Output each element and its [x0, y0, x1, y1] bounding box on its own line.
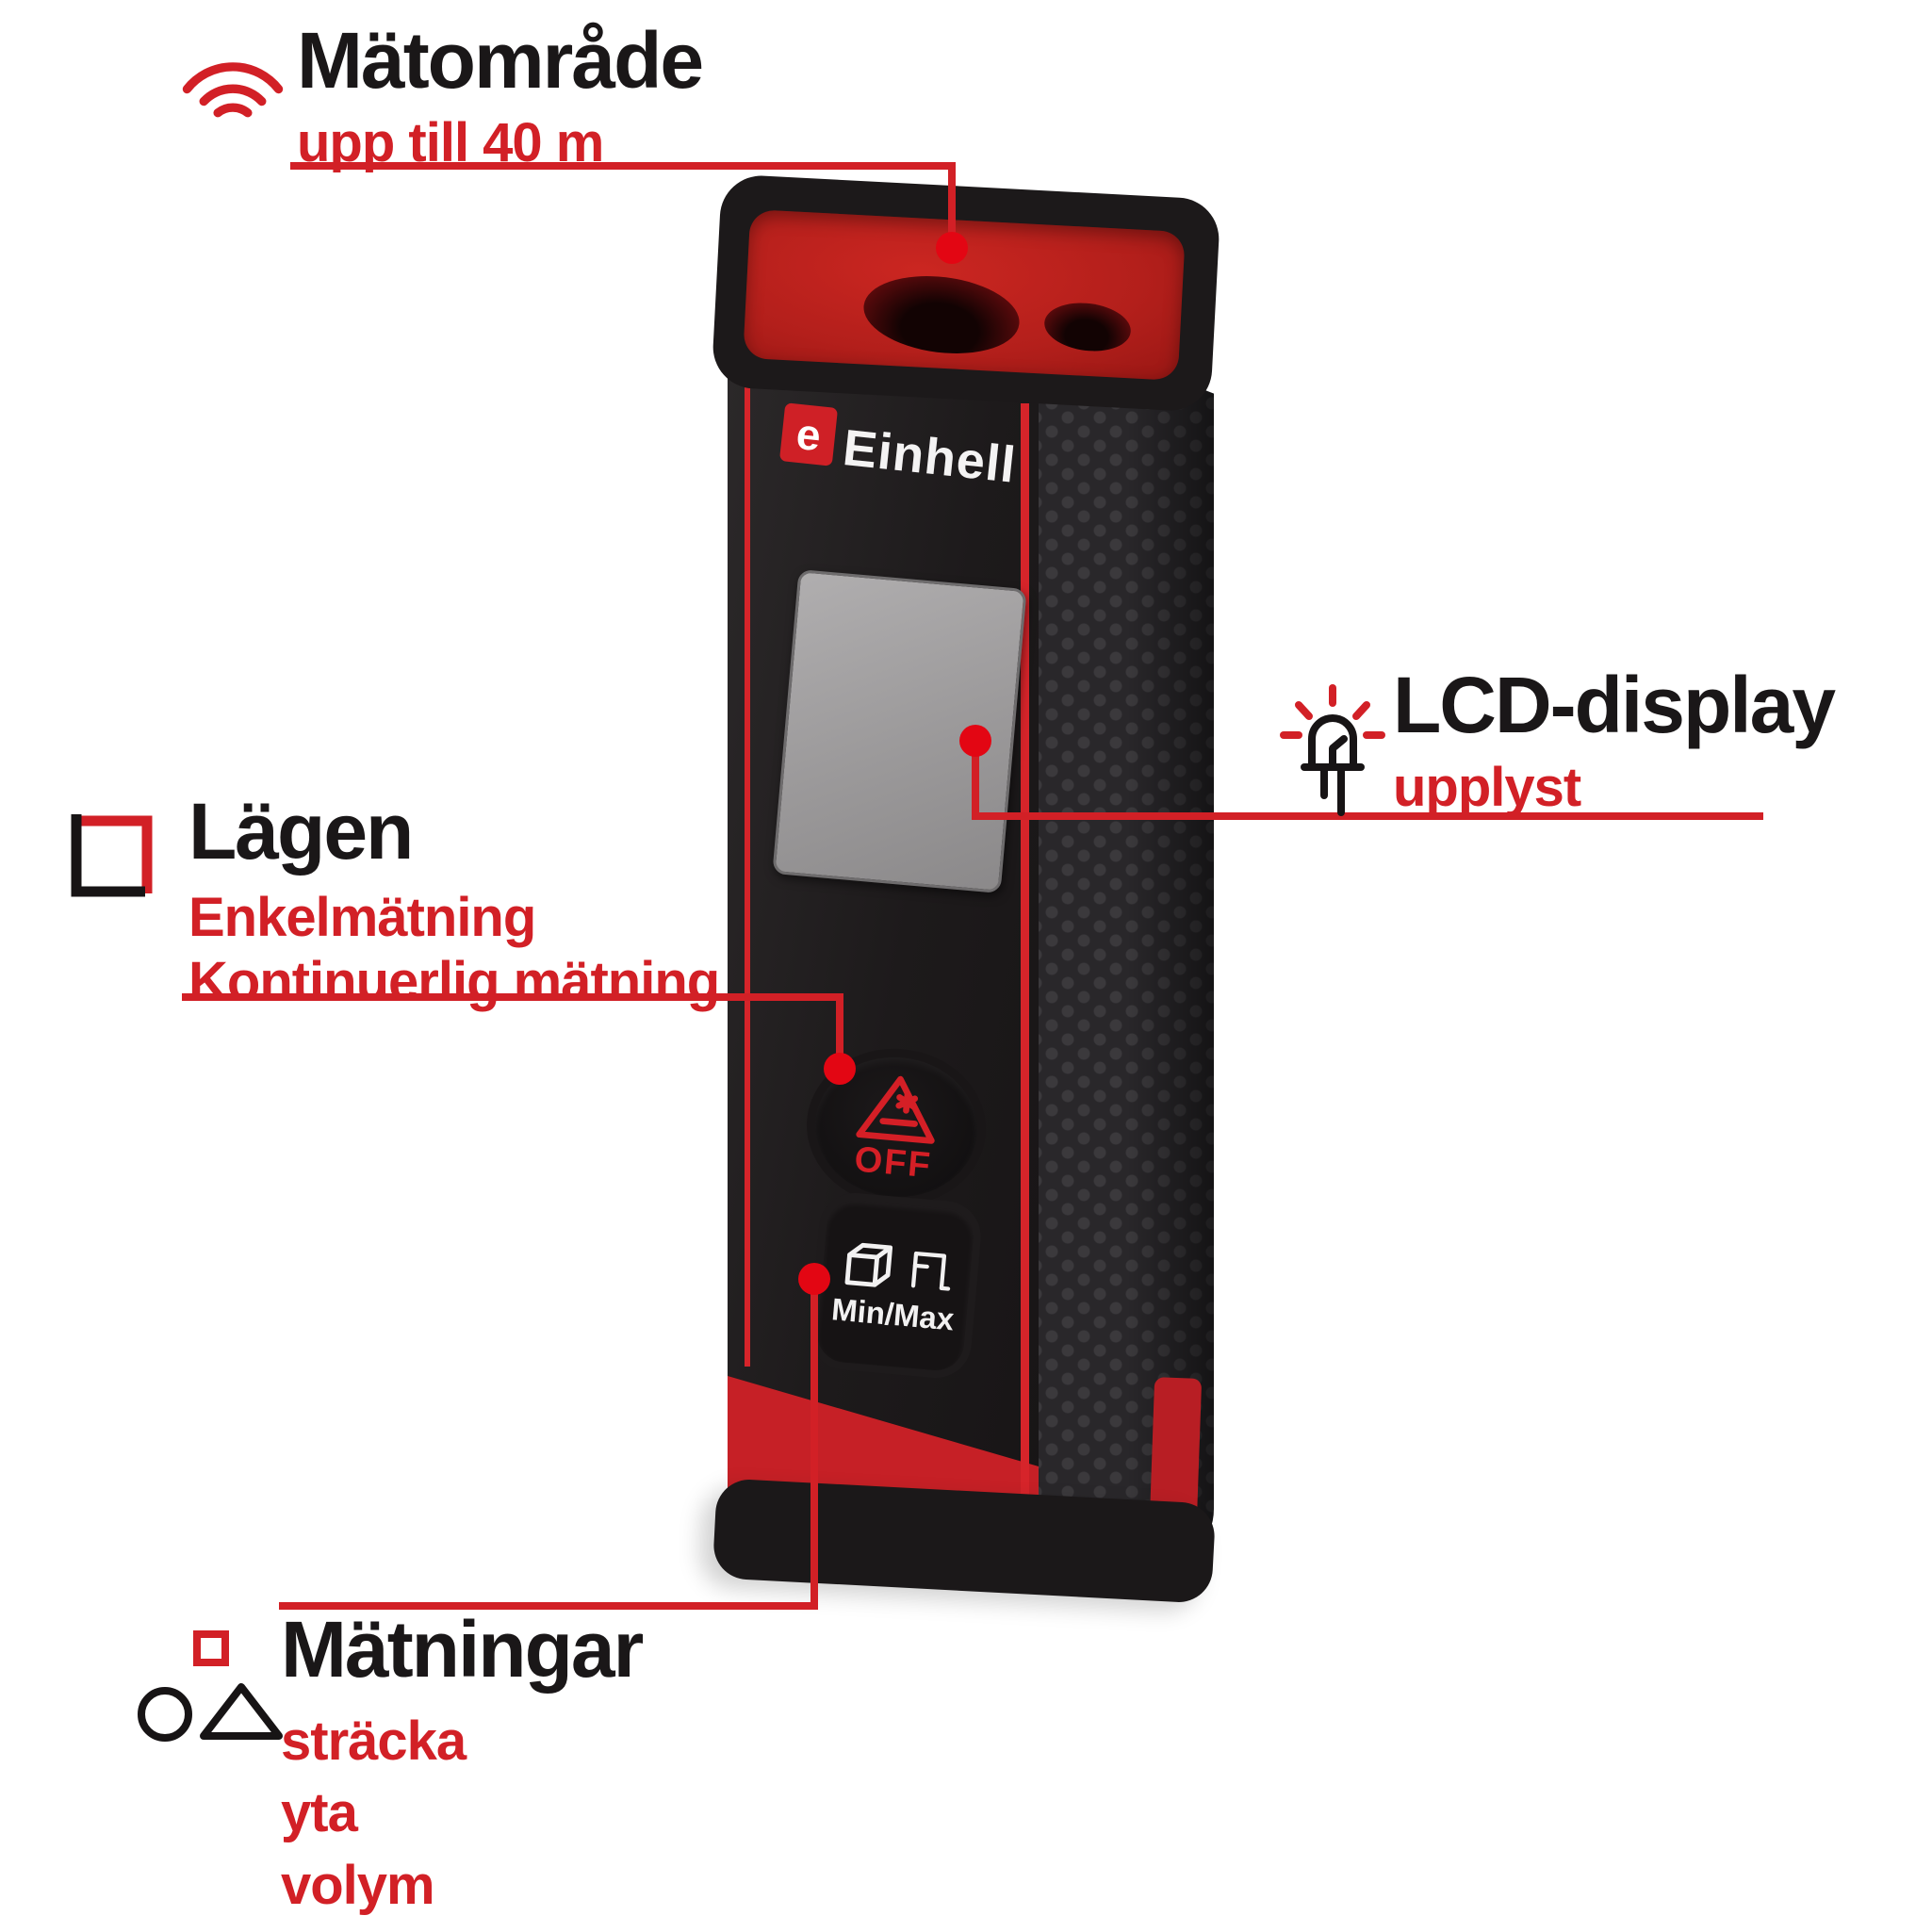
small-square-outline-icon: [193, 1630, 229, 1666]
volume-cube-icon: [844, 1242, 893, 1287]
einhell-logo-letter: e: [794, 408, 824, 461]
measurements-connector-line: [810, 1279, 818, 1609]
einhell-logo-icon: e: [778, 402, 839, 467]
laser-warning-icon: [856, 1075, 935, 1144]
range-connector-line: [290, 162, 956, 170]
device-side-face: [1020, 319, 1214, 1569]
display-connector-line: [972, 812, 1763, 820]
circle-outline-icon: [138, 1687, 192, 1742]
measure-off-button: OFF: [809, 1050, 984, 1204]
modes-line-1: Enkelmätning: [188, 886, 536, 948]
range-connector-line: [948, 162, 956, 241]
range-subtitle: upp till 40 m: [297, 111, 604, 173]
modes-connector-line: [182, 993, 843, 1001]
measurements-title: Mätningar: [281, 1605, 644, 1694]
display-subtitle: upplyst: [1393, 756, 1581, 818]
modes-line-2: Kontinuerlig mätning: [188, 951, 720, 1013]
measurements-line-2: yta: [281, 1782, 358, 1844]
room-height-icon: [910, 1251, 951, 1291]
display-title: LCD-display: [1393, 661, 1836, 749]
square-outline-icon: [71, 814, 153, 897]
modes-connector-line: [836, 993, 843, 1059]
signal-arcs-icon: [182, 62, 284, 118]
front-pinstripe-left: [745, 341, 750, 1367]
minmax-button: Min/Max: [814, 1198, 976, 1373]
display-connector-line: [972, 741, 979, 818]
modes-title: Lägen: [188, 787, 414, 876]
display-connector-dot: [959, 725, 991, 757]
measurements-line-1: sträcka: [281, 1710, 467, 1772]
measurements-connector-line: [279, 1602, 818, 1610]
range-connector-dot: [936, 232, 968, 264]
front-pinstripe-right: [1021, 403, 1029, 1527]
modes-connector-dot: [824, 1053, 856, 1085]
triangle-outline-icon: [200, 1683, 283, 1740]
led-icon: [1280, 684, 1385, 816]
minmax-button-label: Min/Max: [829, 1290, 956, 1336]
range-title: Mätområde: [297, 16, 704, 105]
measurements-line-3: volym: [281, 1854, 435, 1916]
measurements-connector-dot: [798, 1263, 830, 1295]
off-button-label: OFF: [853, 1139, 934, 1187]
